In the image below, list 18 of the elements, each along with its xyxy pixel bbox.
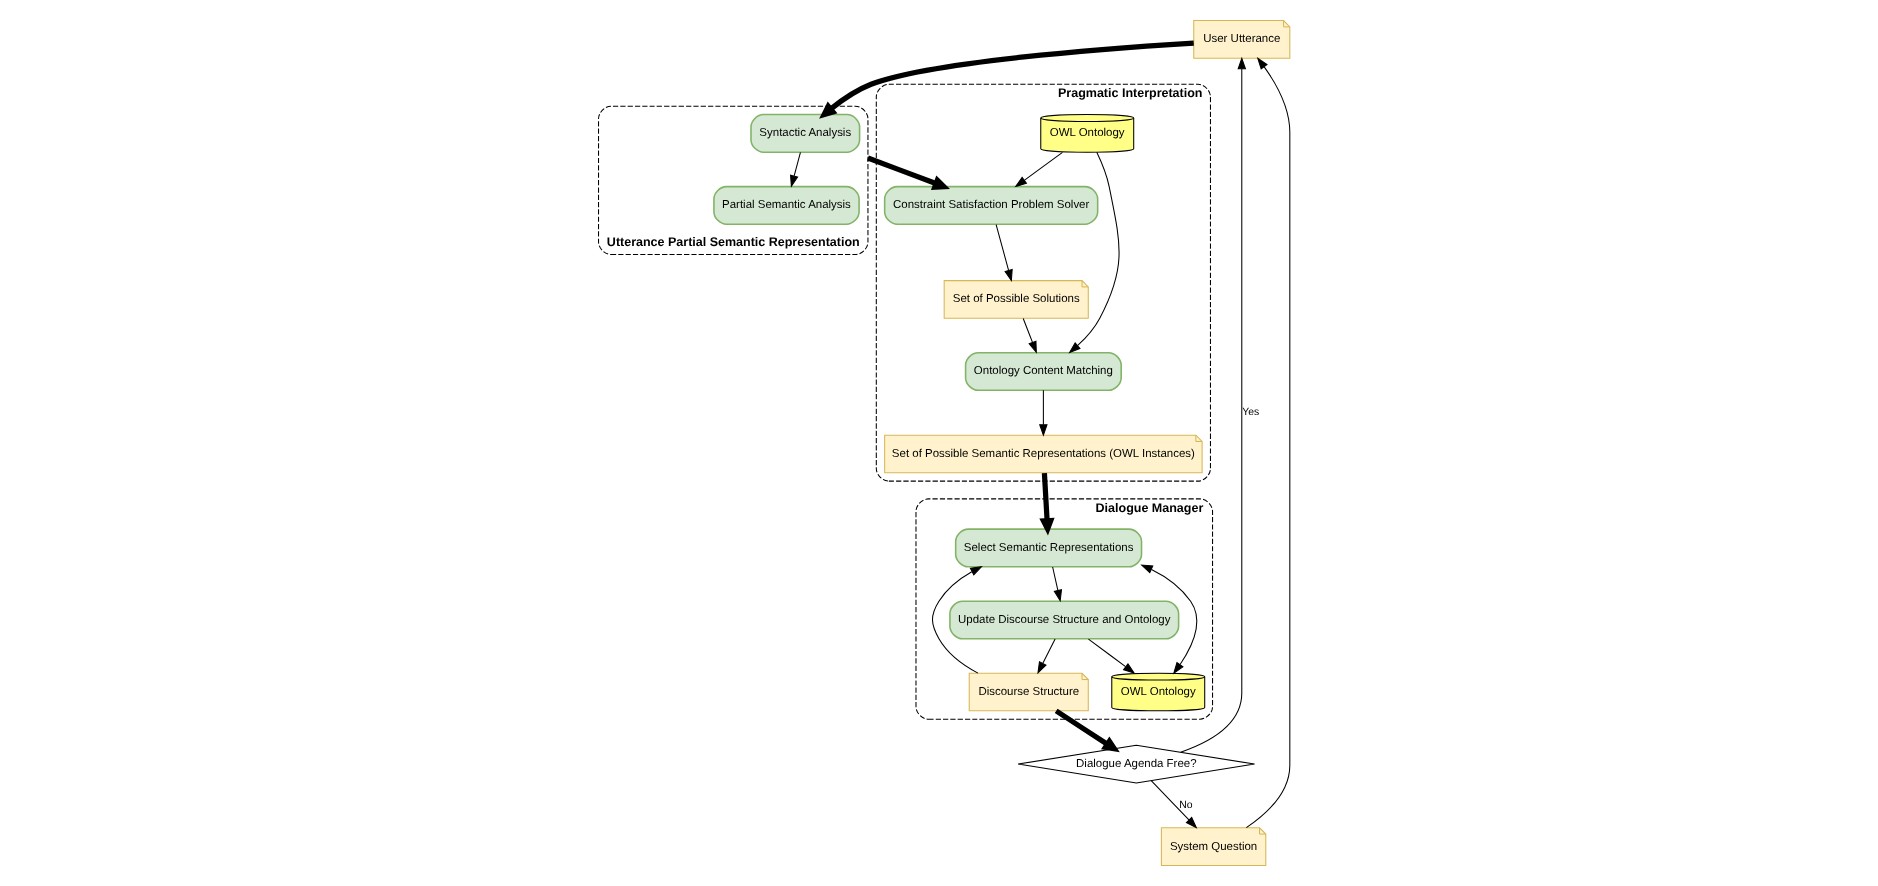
arrow: [818, 40, 1193, 119]
arrow: [789, 151, 800, 188]
arrow: [1051, 566, 1062, 603]
arrow: [1053, 708, 1119, 753]
arrow: [1244, 57, 1290, 829]
arrow: [1038, 473, 1054, 536]
arrow: [1036, 638, 1055, 675]
arrow: [1067, 151, 1119, 354]
arrow: [930, 566, 982, 674]
arrow: [1179, 56, 1246, 753]
arrow: [866, 155, 949, 190]
arrow: [994, 224, 1012, 283]
arrow: [1021, 317, 1036, 354]
arrow: [1038, 389, 1047, 437]
arrow: [1139, 564, 1197, 675]
arrow: [1013, 151, 1062, 188]
arrow: [1149, 780, 1197, 829]
arrow: [1086, 638, 1135, 674]
